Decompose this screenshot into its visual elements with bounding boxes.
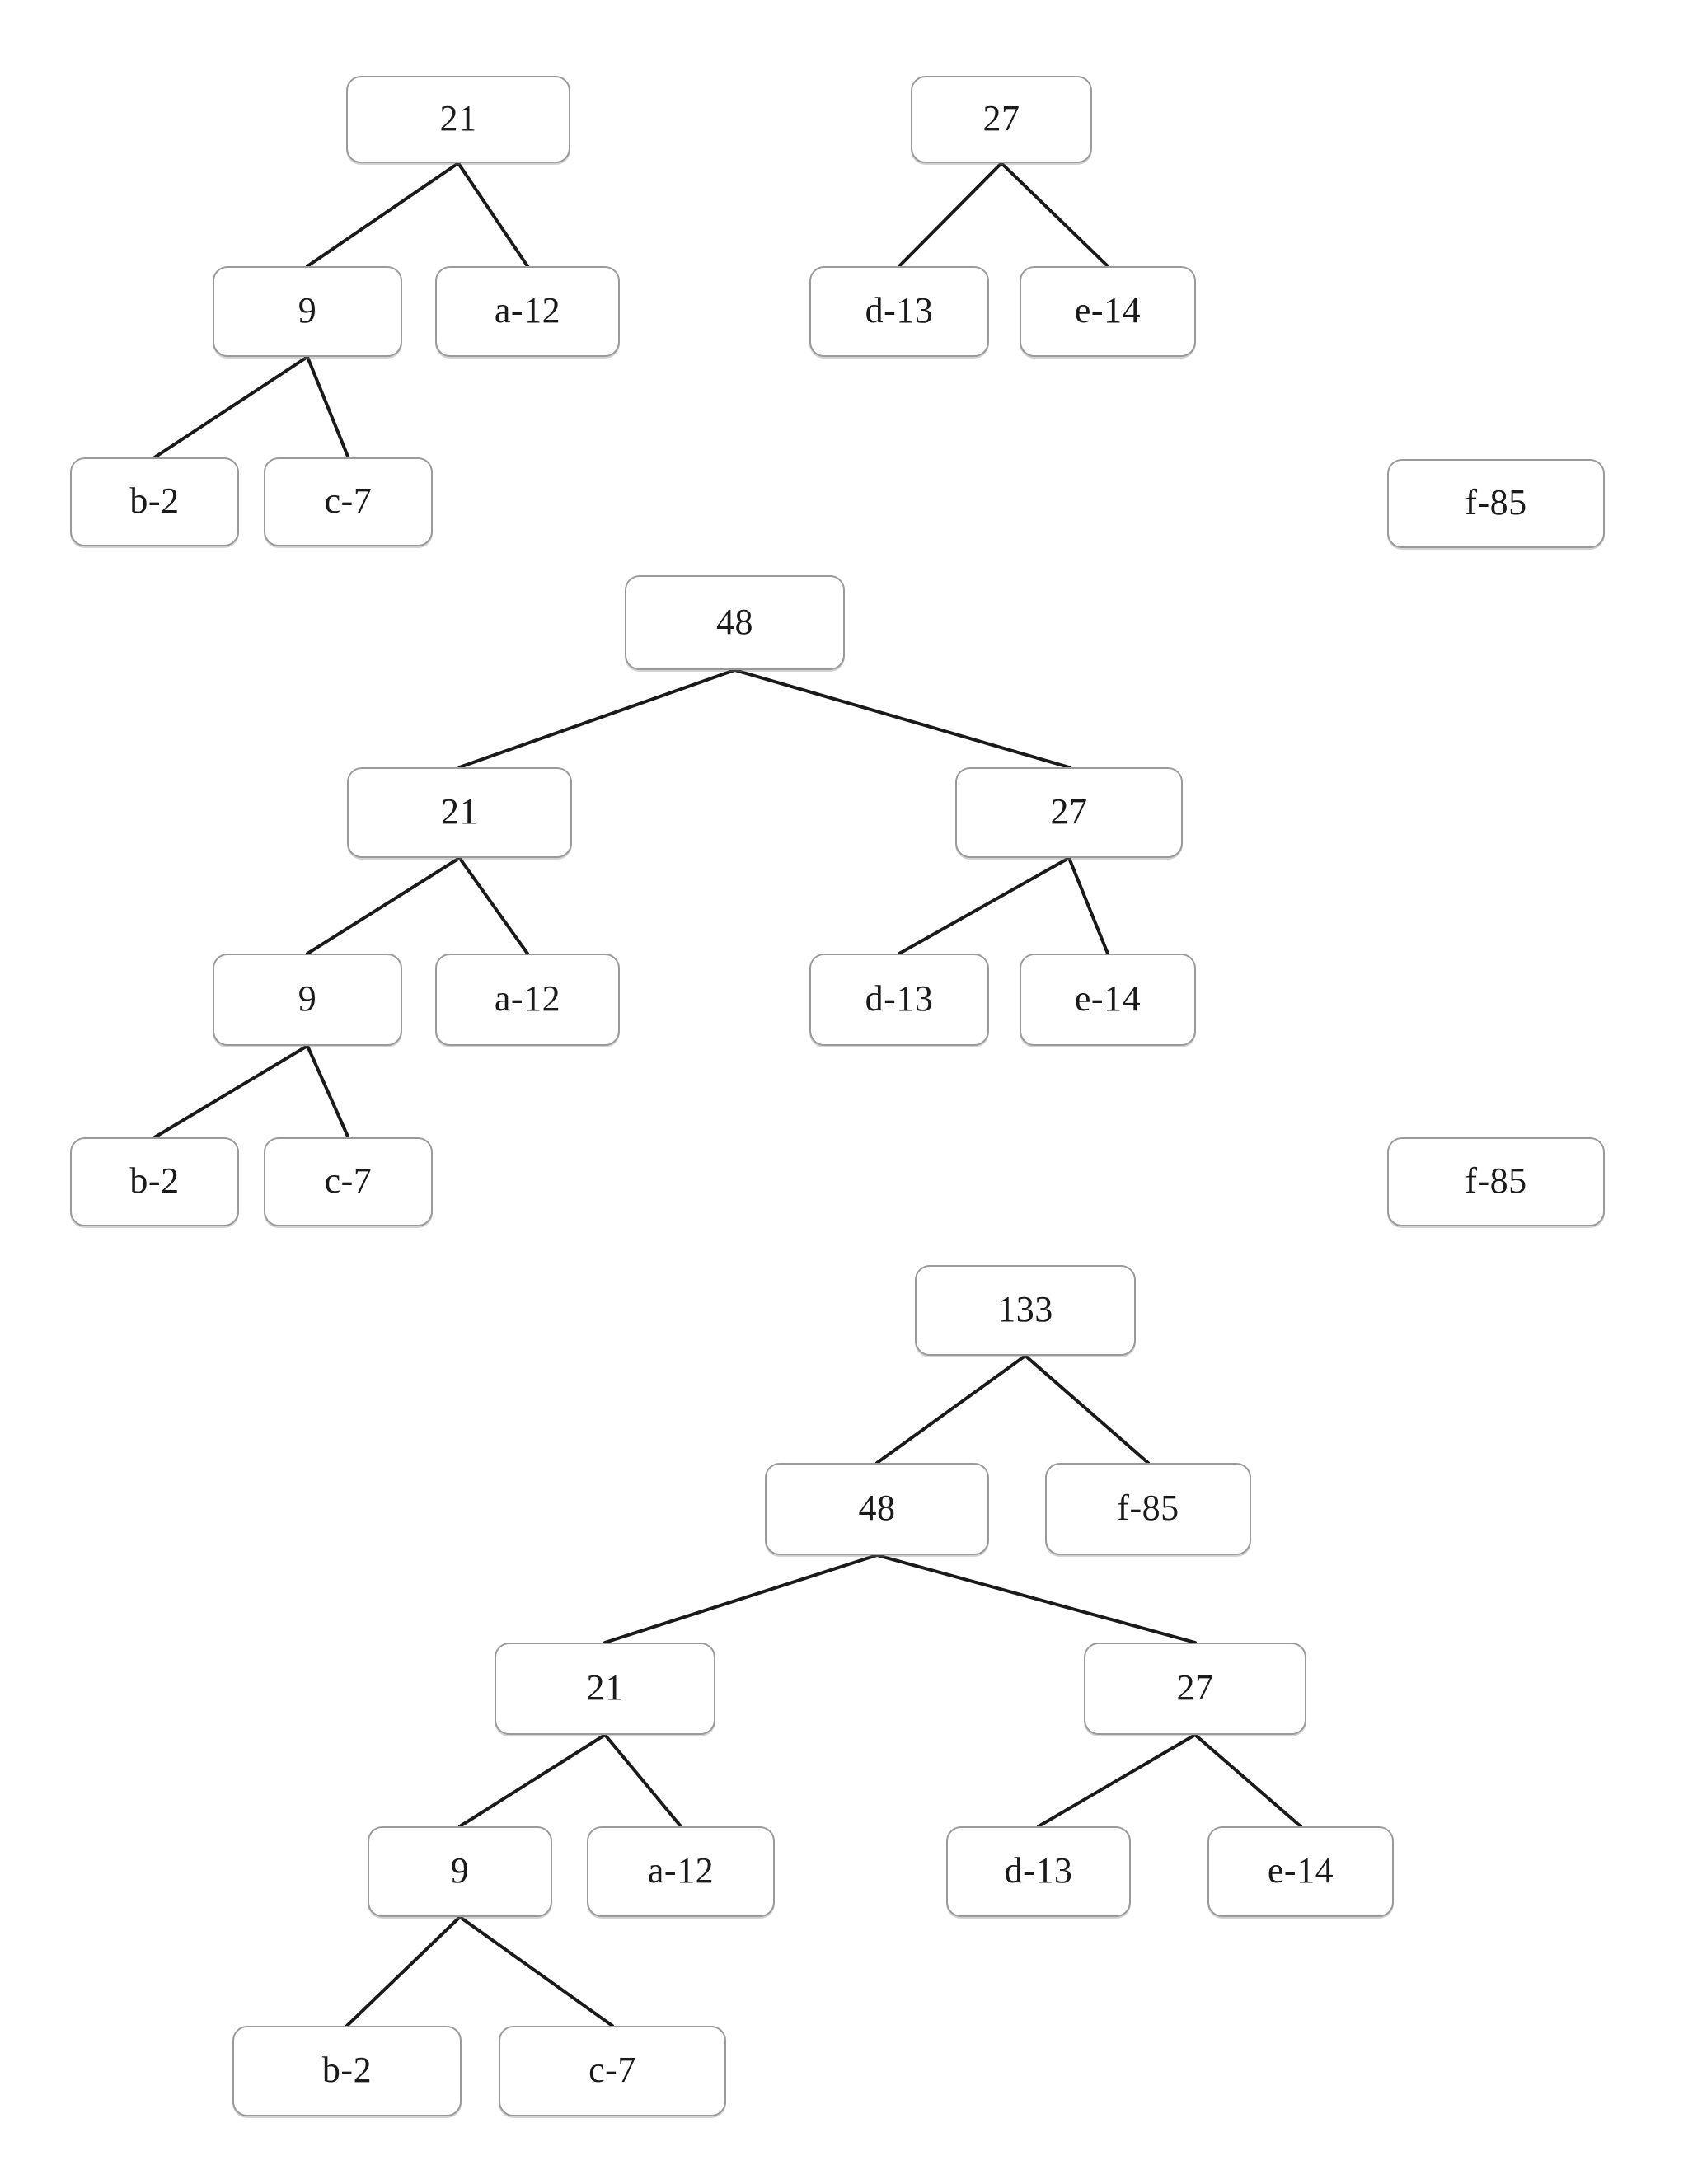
- tree-node: a-12: [587, 1826, 775, 1917]
- tree-node-label: 27: [1050, 791, 1088, 832]
- tree-edge: [875, 1554, 1197, 1644]
- tree-edge: [306, 162, 460, 268]
- tree-node: 9: [213, 266, 402, 357]
- tree-node: 27: [955, 767, 1183, 858]
- tree-node: f-85: [1387, 459, 1605, 548]
- tree-node-label: 48: [716, 601, 753, 642]
- tree-node: 21: [495, 1643, 715, 1735]
- tree-node-label: d-13: [1004, 1850, 1073, 1891]
- tree-node-label: d-13: [865, 290, 934, 330]
- tree-node: c-7: [264, 457, 433, 546]
- tree-edge: [1193, 1733, 1302, 1828]
- tree-node-label: 9: [450, 1850, 470, 1891]
- tree-edge: [306, 355, 350, 459]
- tree-node-label: 9: [298, 290, 317, 330]
- tree-node: c-7: [264, 1137, 433, 1226]
- tree-edge: [1024, 1354, 1150, 1465]
- tree-edge: [1037, 1733, 1197, 1828]
- tree-node-label: c-7: [588, 2050, 636, 2090]
- tree-node-label: 21: [441, 791, 478, 832]
- tree-node: 9: [368, 1826, 552, 1917]
- tree-node: c-7: [499, 2026, 726, 2116]
- tree-node: d-13: [946, 1826, 1131, 1917]
- tree-node-label: 27: [1176, 1667, 1214, 1708]
- tree-node-label: f-85: [1465, 1160, 1527, 1201]
- tree-node: 21: [346, 76, 570, 163]
- tree-node: 27: [1084, 1643, 1306, 1735]
- tree-node: b-2: [70, 457, 239, 546]
- tree-node-label: d-13: [865, 978, 934, 1019]
- tree-edge: [457, 668, 737, 769]
- tree-node-label: 21: [439, 98, 477, 138]
- tree-node: 27: [911, 76, 1092, 163]
- tree-node: d-13: [809, 954, 989, 1046]
- tree-node: b-2: [232, 2026, 462, 2116]
- tree-node-label: e-14: [1074, 978, 1142, 1019]
- tree-node: 21: [347, 767, 572, 858]
- tree-edge: [898, 856, 1071, 955]
- tree-edge: [345, 1915, 462, 2027]
- tree-edge: [898, 162, 1003, 268]
- tree-node: e-14: [1020, 954, 1196, 1046]
- tree-node: 48: [765, 1463, 989, 1555]
- tree-edge: [306, 856, 462, 955]
- tree-node-label: 133: [997, 1289, 1053, 1329]
- tree-edge: [306, 1044, 350, 1139]
- tree-edge: [733, 668, 1071, 769]
- tree-node: b-2: [70, 1137, 239, 1226]
- tree-node-label: a-12: [494, 978, 561, 1019]
- tree-node: 9: [213, 954, 402, 1046]
- tree-node-label: e-14: [1074, 290, 1142, 330]
- tree-node-label: c-7: [324, 1160, 373, 1201]
- tree-node: f-85: [1045, 1463, 1251, 1555]
- tree-edge: [458, 1915, 614, 2027]
- tree-edge: [152, 1044, 309, 1139]
- tree-node-label: 27: [982, 98, 1020, 138]
- tree-node-label: e-14: [1267, 1850, 1334, 1891]
- tree-node-label: c-7: [324, 480, 373, 521]
- tree-node: d-13: [809, 266, 989, 357]
- tree-node: 48: [625, 575, 845, 670]
- tree-edge: [603, 1733, 682, 1828]
- tree-edge: [457, 162, 529, 268]
- tree-node: 133: [915, 1265, 1136, 1356]
- tree-node: e-14: [1020, 266, 1196, 357]
- tree-edge: [457, 856, 529, 955]
- tree-node: f-85: [1387, 1137, 1605, 1226]
- tree-node-label: 9: [298, 978, 317, 1019]
- tree-edge: [152, 355, 309, 459]
- tree-edge: [1000, 162, 1109, 268]
- tree-node-label: b-2: [321, 2050, 373, 2090]
- tree-node-label: a-12: [494, 290, 561, 330]
- tree-node-label: 48: [858, 1488, 896, 1528]
- tree-edge: [603, 1554, 879, 1644]
- tree-edge: [875, 1354, 1027, 1465]
- tree-node-label: b-2: [129, 480, 180, 521]
- tree-node-label: b-2: [129, 1160, 180, 1201]
- tree-node: e-14: [1207, 1826, 1394, 1917]
- tree-node-label: f-85: [1117, 1488, 1179, 1528]
- tree-node: a-12: [435, 954, 620, 1046]
- tree-node: a-12: [435, 266, 620, 357]
- tree-edge: [458, 1733, 607, 1828]
- tree-node-label: a-12: [647, 1850, 715, 1891]
- tree-edge: [1067, 856, 1109, 955]
- tree-node-label: 21: [586, 1667, 624, 1708]
- tree-node-label: f-85: [1465, 482, 1527, 523]
